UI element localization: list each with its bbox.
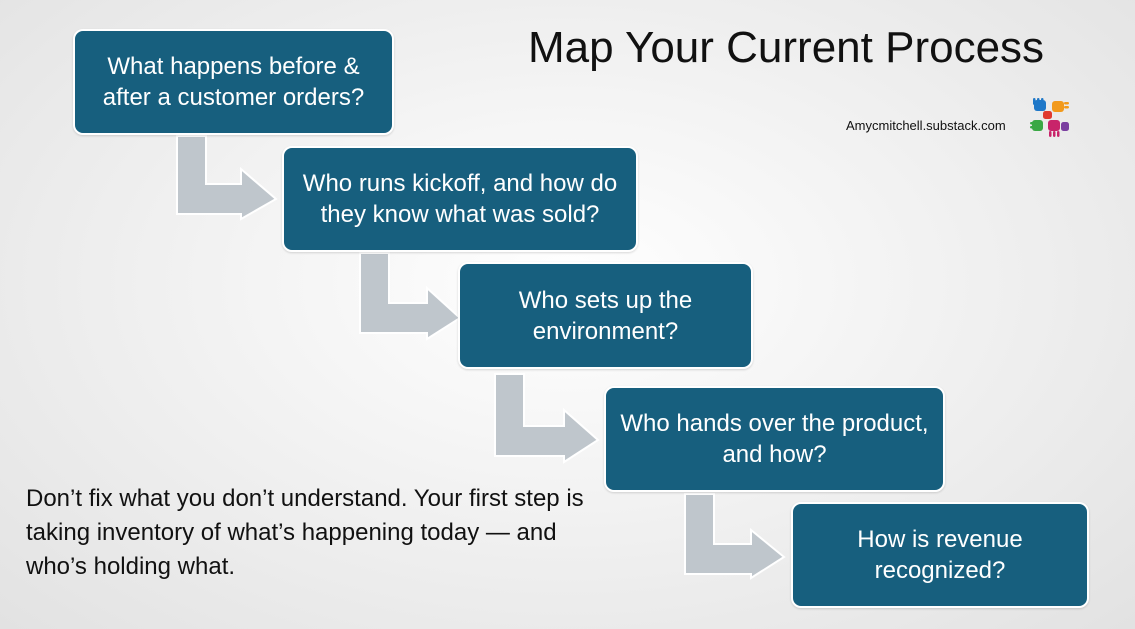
hand-red-icon	[1043, 111, 1052, 119]
hand-purple-icon	[1061, 122, 1069, 131]
connector-arrow-2	[359, 252, 462, 341]
process-step-4: Who hands over the product, and how?	[604, 386, 945, 492]
process-step-2: Who runs kickoff, and how do they know w…	[282, 146, 638, 252]
hand-orange-icon	[1052, 101, 1069, 112]
hand-blue-icon	[1033, 98, 1046, 111]
process-step-3: Who sets up the environment?	[458, 262, 753, 369]
tagline-text: Don’t fix what you don’t understand. You…	[26, 485, 584, 580]
hands-logo-icon	[1030, 98, 1069, 137]
hand-magenta-icon	[1048, 120, 1060, 137]
connector-arrow-3	[494, 373, 600, 464]
credit-link[interactable]: Amycmitchell.substack.com	[846, 118, 1006, 133]
connector-arrow-4	[684, 493, 786, 580]
page-title: Map Your Current Process	[528, 23, 1045, 72]
process-step-1: What happens before & after a customer o…	[73, 29, 394, 135]
connector-arrow-1	[176, 135, 278, 221]
process-step-5: How is revenue recognized?	[791, 502, 1089, 608]
hand-green-icon	[1030, 120, 1043, 131]
